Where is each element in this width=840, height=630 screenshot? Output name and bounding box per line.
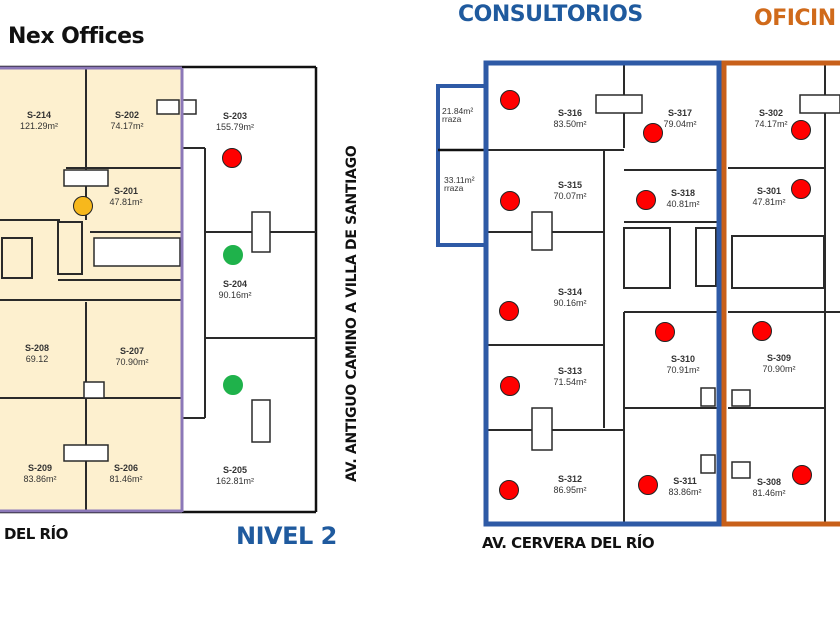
page-title: Nex Offices	[8, 24, 145, 49]
status-dot-s-313[interactable]	[500, 376, 520, 396]
status-dot-s-316[interactable]	[500, 90, 520, 110]
status-dot-s-302[interactable]	[791, 120, 811, 140]
level-label: NIVEL 2	[236, 522, 337, 550]
street-label-left: DEL RÍO	[4, 525, 68, 543]
level3-interior-walls	[488, 64, 840, 525]
consultorios-header: CONSULTORIOS	[458, 2, 643, 27]
status-dot-s-205[interactable]	[223, 375, 243, 395]
level3-restrooms	[531, 94, 840, 479]
status-dot-s-204[interactable]	[223, 245, 243, 265]
status-dot-s-317[interactable]	[643, 123, 663, 143]
consultorios-zone-border	[483, 60, 722, 527]
status-dot-s-309[interactable]	[752, 321, 772, 341]
status-dot-s-301[interactable]	[791, 179, 811, 199]
oficinas-header: OFICIN	[754, 6, 836, 31]
level2-restrooms	[63, 99, 271, 462]
status-dot-s-203[interactable]	[222, 148, 242, 168]
status-dot-s-310[interactable]	[655, 322, 675, 342]
status-dot-s-308[interactable]	[792, 465, 812, 485]
street-label-right: AV. CERVERA DEL RÍO	[482, 534, 655, 552]
status-dot-s-311[interactable]	[638, 475, 658, 495]
status-dot-s-318[interactable]	[636, 190, 656, 210]
street-label-vertical: AV. ANTIGUO CAMINO A VILLA DE SANTIAGO	[344, 145, 360, 482]
status-dot-s-201[interactable]	[73, 196, 93, 216]
level2-zone-border	[0, 66, 184, 513]
status-dot-s-312[interactable]	[499, 480, 519, 500]
status-dot-s-314[interactable]	[499, 301, 519, 321]
oficinas-zone-border	[721, 60, 840, 527]
level3-terraces	[436, 84, 484, 247]
status-dot-s-315[interactable]	[500, 191, 520, 211]
level2-occupied-zone	[0, 68, 182, 512]
